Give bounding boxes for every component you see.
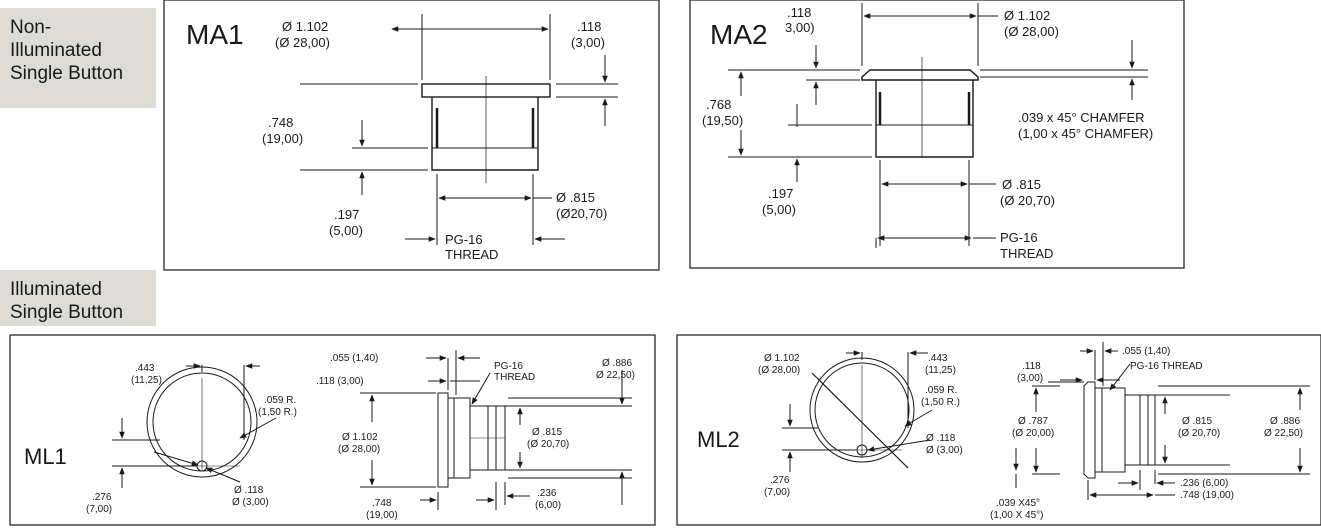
ma2-diameter-mm: (Ø 28,00)	[1004, 24, 1059, 39]
ma2-thread-dia-in: Ø .815	[1002, 177, 1041, 192]
ml1-flange: .118 (3,00)	[316, 376, 364, 387]
ml2-radius-in: .059 R.	[925, 385, 957, 396]
ml2-title: ML2	[697, 427, 740, 452]
ml1-offset-in: .443	[135, 363, 155, 374]
ml2-offset-in: .443	[928, 353, 948, 364]
label-line: Single Button	[10, 302, 124, 323]
ml1-tail-mm: (6,00)	[535, 500, 561, 511]
ml1-text: ML1 .443 (11,25) .059 R. (1,50 R.) .276 …	[24, 353, 635, 521]
ml1-outer-mm: Ø 22,50)	[596, 370, 635, 381]
ma1-thread-dia-in: Ø .815	[556, 190, 595, 205]
ml2-offset-mm: (11,25)	[925, 365, 956, 376]
ml2-chamfer-in: .039 X45°	[996, 498, 1040, 509]
ml2-gap: .055 (1,40)	[1122, 346, 1170, 357]
ma1-flange-mm: (3,00)	[571, 35, 605, 50]
ma2-diameter-in: Ø 1.102	[1004, 8, 1050, 23]
ma2-panel	[689, 0, 1185, 269]
ml1-thread-dia-in: Ø .815	[532, 427, 562, 438]
label-line: Illuminated	[10, 279, 102, 300]
ma1-thread-line2: THREAD	[445, 247, 498, 262]
ma1-thread-dia-mm: (Ø20,70)	[556, 206, 607, 221]
ma1-flange-in: .118	[577, 19, 601, 34]
ma2-thread-dia-mm: (Ø 20,70)	[1000, 193, 1055, 208]
ml1-radius-mm: (1,50 R.)	[258, 407, 297, 418]
ma2-flange-in: .118	[787, 5, 811, 20]
ml2-hole-mm: Ø (3,00)	[926, 445, 963, 456]
ml2-diameter-mm: (Ø 28,00)	[758, 365, 800, 376]
ml2-outer-in: Ø .886	[1270, 416, 1300, 427]
label-line: Illuminated	[10, 40, 102, 61]
ml1-offset-mm: (11,25)	[131, 375, 162, 386]
ma1-text: MA1 Ø 1.102 (Ø 28,00) .118 (3,00) .748 (…	[186, 19, 607, 262]
ma2-unthreaded-in: .197	[768, 186, 793, 201]
ma2-chamfer-in: .039 x 45° CHAMFER	[1018, 110, 1145, 125]
ma1-unthreaded-mm: (5,00)	[329, 223, 363, 238]
label-line: Non-	[10, 17, 52, 38]
ma1-panel	[163, 0, 660, 271]
ml2-diameter-in: Ø 1.102	[764, 353, 800, 364]
ml2-thread-dia-mm: (Ø 20,70)	[1178, 428, 1220, 439]
ma1-unthreaded-in: .197	[334, 207, 359, 222]
ml1-radius-in: .059 R.	[264, 395, 296, 406]
ml1-height-in: .276	[92, 492, 112, 503]
ml1-diameter-mm: (Ø 28,00)	[338, 444, 380, 455]
ml2-radius-mm: (1,50 R.)	[921, 397, 960, 408]
ml1-gap: .055 (1,40)	[330, 353, 378, 364]
ma2-title: MA2	[710, 19, 768, 50]
ml1-hole-in: Ø .118	[234, 485, 264, 496]
ml2-outer-mm: Ø 22,50)	[1264, 428, 1303, 439]
ml1-outer-in: Ø .886	[602, 358, 632, 369]
ml2-length: .748 (19,00)	[1180, 490, 1234, 501]
ml2-flange-in: .118	[1022, 361, 1041, 372]
non-illuminated-label: Non- Illuminated Single Button	[0, 8, 156, 108]
ml2-hole-in: Ø .118	[926, 433, 956, 444]
ml1-length-in: .748	[372, 498, 392, 509]
ml2-thread: PG-16 THREAD	[1130, 361, 1203, 372]
ma1-length-in: .748	[268, 115, 293, 130]
illuminated-label: Illuminated Single Button	[0, 270, 156, 326]
ma1-diameter-mm: (Ø 28,00)	[275, 35, 330, 50]
ml2-panel	[676, 334, 1321, 526]
ml1-panel	[9, 334, 656, 526]
ma1-length-mm: (19,00)	[262, 131, 303, 146]
ml2-height-in: .276	[770, 475, 790, 486]
ml2-flange-mm: (3,00)	[1017, 373, 1043, 384]
ml2-tail: .236 (6,00)	[1180, 478, 1228, 489]
ma2-thread-line1: PG-16	[1000, 230, 1038, 245]
ml2-inner-mm: (Ø 20,00)	[1012, 428, 1054, 439]
ma1-title: MA1	[186, 19, 244, 50]
ml1-thread-line2: THREAD	[494, 372, 535, 383]
ml1-thread-dia-mm: (Ø 20,70)	[527, 439, 569, 450]
ml1-diameter-in: Ø 1.102	[342, 432, 378, 443]
ma2-unthreaded-mm: (5,00)	[762, 202, 796, 217]
ma2-chamfer-mm: (1,00 x 45° CHAMFER)	[1018, 126, 1153, 141]
ma2-length-in: .768	[706, 97, 731, 112]
ma1-thread-line1: PG-16	[445, 232, 483, 247]
ma2-text: MA2 .118 3,00) Ø 1.102 (Ø 28,00) .768 (1…	[702, 5, 1153, 261]
ml2-height-mm: (7,00)	[764, 487, 790, 498]
ml2-text: ML2 Ø 1.102 (Ø 28,00) .443 (11,25) .059 …	[697, 346, 1303, 521]
ml1-title: ML1	[24, 444, 67, 469]
label-line: Single Button	[10, 63, 124, 84]
ma2-length-mm: (19,50)	[702, 113, 743, 128]
ma2-flange-mm: 3,00)	[785, 20, 815, 35]
ml2-inner-in: Ø .787	[1018, 416, 1048, 427]
ma2-thread-line2: THREAD	[1000, 246, 1053, 261]
ml1-length-mm: (19,00)	[366, 510, 398, 521]
ml2-chamfer-mm: (1,00 X 45°)	[990, 510, 1043, 521]
ml1-hole-mm: Ø (3,00)	[232, 497, 269, 508]
ml1-height-mm: (7,00)	[86, 504, 112, 515]
ma1-diameter-in: Ø 1.102	[282, 19, 328, 34]
ml2-thread-dia-in: Ø .815	[1182, 416, 1212, 427]
ml1-tail-in: .236	[537, 488, 557, 499]
ml1-thread-line1: PG-16	[494, 361, 523, 372]
